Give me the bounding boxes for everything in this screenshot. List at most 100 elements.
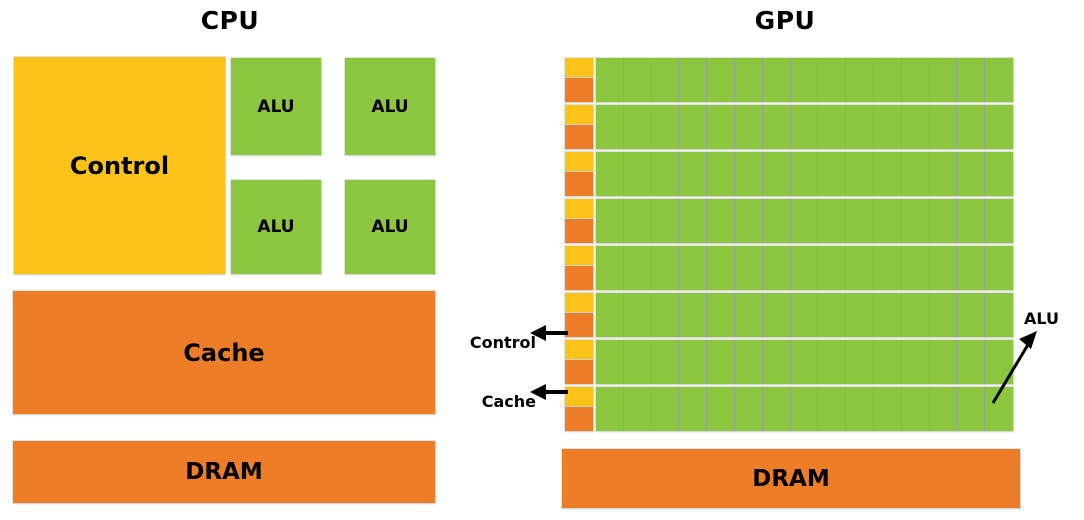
gpu-cache-block (565, 78, 593, 102)
gpu-alu-cell (790, 58, 819, 102)
gpu-sm-row (565, 199, 1013, 243)
gpu-alu-cell (734, 199, 763, 243)
gpu-alu-cell (818, 199, 847, 243)
gpu-alu-cell (596, 58, 624, 102)
gpu-alu-row (596, 387, 1013, 431)
gpu-cache-block (565, 407, 593, 431)
gpu-alu-cell (679, 246, 708, 290)
gpu-alu-cell (734, 58, 763, 102)
gpu-alu-cell (901, 340, 930, 384)
gpu-alu-cell (957, 246, 986, 290)
gpu-alu-cell (762, 58, 791, 102)
cpu-cache-block: Cache (13, 291, 435, 414)
gpu-alu-cell (929, 152, 958, 196)
gpu-alu-cell (623, 340, 652, 384)
gpu-alu-cell (679, 340, 708, 384)
gpu-alu-cell (985, 152, 1013, 196)
gpu-cache-block (565, 313, 593, 337)
gpu-alu-cell (846, 340, 874, 384)
cache-arrow-icon (530, 384, 568, 400)
gpu-alu-row (596, 58, 1013, 102)
gpu-alu-cell (873, 387, 902, 431)
gpu-alu-cell (818, 340, 847, 384)
gpu-sm-row (565, 105, 1013, 149)
gpu-control-block (565, 152, 593, 171)
gpu-alu-cell (790, 387, 819, 431)
gpu-dram-block: DRAM (562, 449, 1020, 508)
gpu-alu-cell (762, 340, 791, 384)
gpu-alu-cell (985, 246, 1013, 290)
gpu-alu-cell (679, 293, 708, 337)
gpu-alu-cell (762, 387, 791, 431)
gpu-alu-cell (707, 152, 735, 196)
gpu-alu-cell (623, 293, 652, 337)
gpu-alu-cell (846, 293, 874, 337)
gpu-alu-cell (707, 58, 735, 102)
gpu-alu-callout-label: ALU (1024, 309, 1059, 328)
gpu-alu-cell (651, 58, 680, 102)
gpu-alu-cell (873, 152, 902, 196)
gpu-alu-cell (818, 387, 847, 431)
gpu-control-block (565, 340, 593, 359)
gpu-alu-row (596, 293, 1013, 337)
gpu-alu-cell (679, 199, 708, 243)
gpu-alu-cell (623, 246, 652, 290)
gpu-alu-cell (929, 246, 958, 290)
gpu-alu-cell (901, 293, 930, 337)
gpu-alu-cell (679, 387, 708, 431)
gpu-control-block (565, 105, 593, 124)
gpu-control-block (565, 387, 593, 406)
gpu-alu-row (596, 152, 1013, 196)
gpu-alu-cell (596, 152, 624, 196)
gpu-control-block (565, 246, 593, 265)
gpu-alu-cell (846, 246, 874, 290)
gpu-alu-cell (762, 293, 791, 337)
gpu-alu-cell (679, 152, 708, 196)
gpu-alu-cell (873, 340, 902, 384)
gpu-alu-cell (929, 340, 958, 384)
gpu-alu-cell (734, 105, 763, 149)
gpu-alu-cell (957, 199, 986, 243)
gpu-alu-cell (651, 387, 680, 431)
gpu-control-callout-label: Control (469, 333, 536, 352)
gpu-cache-block (565, 219, 593, 243)
gpu-alu-cell (790, 246, 819, 290)
gpu-alu-cell (818, 246, 847, 290)
cpu-panel-title: CPU (200, 6, 260, 35)
gpu-alu-cell (790, 105, 819, 149)
gpu-alu-cell (734, 293, 763, 337)
cpu-alu-block: ALU (345, 58, 435, 155)
gpu-alu-cell (596, 105, 624, 149)
gpu-alu-cell (651, 152, 680, 196)
gpu-control-block (565, 199, 593, 218)
gpu-alu-cell (846, 105, 874, 149)
gpu-alu-cell (818, 105, 847, 149)
gpu-alu-cell (818, 293, 847, 337)
gpu-alu-cell (929, 293, 958, 337)
gpu-alu-cell (707, 246, 735, 290)
gpu-alu-cell (651, 340, 680, 384)
gpu-alu-cell (985, 293, 1013, 337)
gpu-sm-row (565, 152, 1013, 196)
gpu-sm-row (565, 387, 1013, 431)
gpu-alu-cell (623, 152, 652, 196)
gpu-alu-cell (596, 199, 624, 243)
gpu-alu-cell (901, 246, 930, 290)
gpu-sm-row (565, 340, 1013, 384)
gpu-alu-cell (734, 340, 763, 384)
control-arrow-icon (530, 325, 568, 341)
gpu-alu-cell (679, 58, 708, 102)
gpu-alu-cell (707, 293, 735, 337)
gpu-alu-cell (957, 152, 986, 196)
gpu-sm-row (565, 246, 1013, 290)
gpu-alu-cell (846, 152, 874, 196)
gpu-alu-cell (846, 58, 874, 102)
gpu-alu-cell (790, 152, 819, 196)
gpu-alu-cell (790, 199, 819, 243)
gpu-alu-cell (929, 199, 958, 243)
cpu-alu-block: ALU (231, 180, 321, 274)
alu-arrow-icon (991, 331, 1037, 404)
gpu-alu-cell (762, 152, 791, 196)
